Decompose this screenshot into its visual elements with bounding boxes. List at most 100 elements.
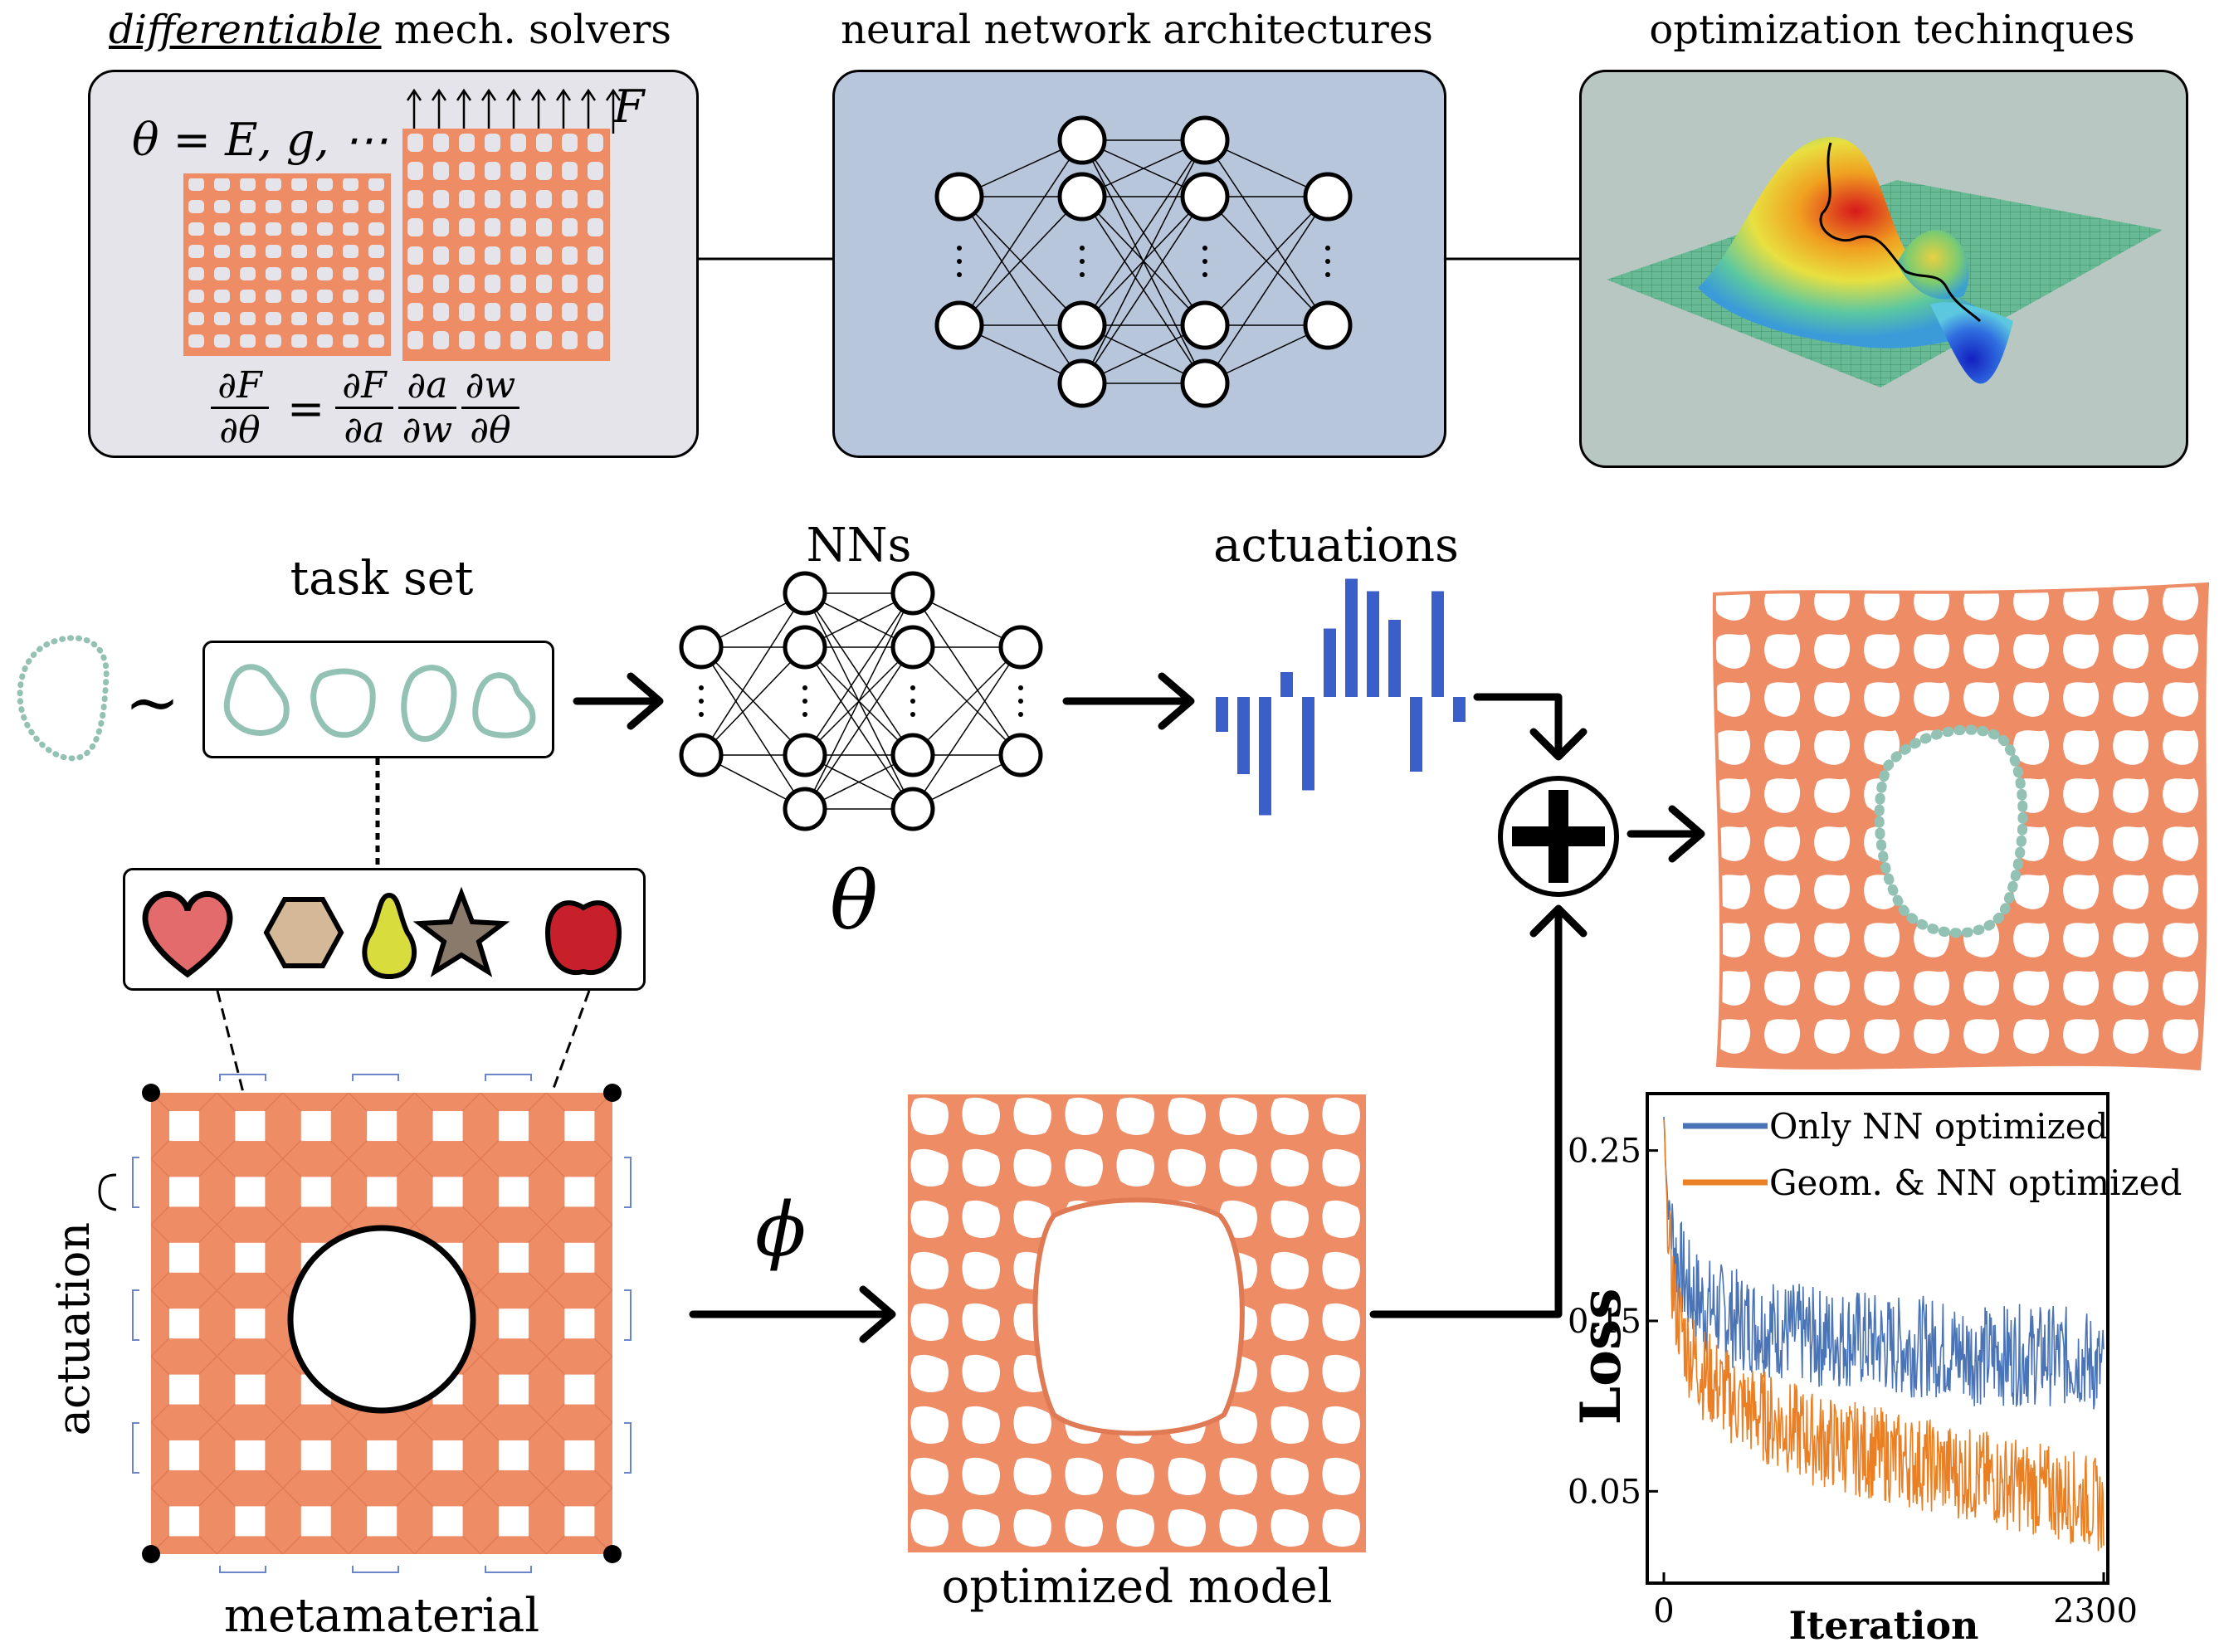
x-axis-label: Iteration — [1789, 1603, 1979, 1648]
nn-top-node — [1057, 172, 1107, 222]
task-shapes — [223, 664, 536, 743]
nn-mid-edge — [912, 592, 1022, 756]
nn-diagram-middle — [679, 571, 1043, 831]
nn-mid-node — [679, 733, 724, 777]
nn-mid-node — [679, 625, 724, 670]
lattice-rest — [183, 173, 391, 356]
nn-top-node — [1057, 358, 1107, 408]
nn-mid-node — [890, 787, 935, 831]
task-set-box — [202, 641, 554, 758]
star-icon — [412, 886, 510, 977]
nn-mid-edge — [700, 646, 806, 756]
grad-t1-num: ∂F — [342, 364, 387, 407]
series-line-1 — [1663, 1119, 2105, 1552]
nn-top-ellipsis-dot — [1325, 246, 1330, 251]
theta-equation: θ = E, g, ⋯ — [132, 114, 388, 166]
nn-mid-node — [998, 733, 1043, 777]
grad-t1-den: ∂a — [344, 409, 385, 451]
phi-label: ϕ — [755, 1187, 807, 1274]
legend-label-1: Geom. & NN optimized — [1769, 1162, 2182, 1203]
grad-lhs-num: ∂F — [217, 364, 262, 407]
grad-t2-num: ∂a — [407, 364, 448, 407]
nn-top-node — [1180, 115, 1230, 165]
actuation-bars — [1216, 578, 1466, 816]
gradient-formula: ∂F ∂θ = ∂F ∂a ∂a ∂w ∂w ∂θ — [211, 364, 626, 451]
task-dotted-connector — [375, 758, 380, 866]
nn-top-ellipsis-dot — [1202, 246, 1207, 251]
nn-top-edge — [1081, 196, 1206, 384]
nn-mid-edge — [912, 646, 1022, 756]
optimized-label: optimized model — [941, 1560, 1333, 1614]
nn-mid-node — [890, 733, 935, 777]
solver-heading-rest: mech. solvers — [381, 7, 671, 53]
nn-mid-node — [890, 625, 935, 670]
nn-top-ellipsis-dot — [957, 272, 962, 277]
nn-mid-edge — [804, 592, 914, 810]
actuation-bar — [1410, 697, 1422, 772]
combine-operator — [1498, 776, 1619, 897]
nn-top-edge — [1081, 139, 1206, 384]
nn-top-edge — [958, 139, 1083, 326]
heart-icon — [142, 891, 233, 978]
legend-label-0: Only NN optimized — [1769, 1106, 2108, 1147]
nn-top-ellipsis-dot — [1202, 259, 1207, 264]
nn-top-edge — [1204, 196, 1329, 384]
task-set-label: task set — [290, 552, 474, 606]
deformed-result — [1712, 582, 2210, 1071]
nn-top-ellipsis-dot — [1325, 259, 1330, 264]
nn-top-ellipsis-dot — [957, 246, 962, 251]
chart-legend: Only NN optimized Geom. & NN optimized — [1683, 1106, 2182, 1203]
nn-top-node — [1057, 300, 1107, 350]
optimized-model — [908, 1094, 1366, 1552]
actuation-bar — [1280, 672, 1293, 697]
nns-label: NNs — [806, 519, 912, 573]
nn-mid-edge — [912, 646, 1022, 810]
nn-top-edge — [1204, 139, 1329, 326]
y-tick-label: 0.15 — [1568, 1303, 1641, 1341]
nn-mid-ellipsis-dot — [802, 699, 807, 704]
nn-mid-ellipsis-dot — [910, 685, 915, 690]
series-line-0 — [1663, 1116, 2105, 1410]
nn-mid-ellipsis-dot — [910, 712, 915, 717]
loss-surface-plot — [1607, 137, 2163, 387]
nn-panel — [832, 70, 1446, 458]
hexagon-icon — [263, 897, 344, 968]
nn-mid-ellipsis-dot — [1018, 699, 1023, 704]
pear-icon — [362, 892, 417, 980]
nn-mid-node — [998, 625, 1043, 670]
nn-mid-ellipsis-dot — [699, 699, 704, 704]
opt-heading: optimization techinques — [1649, 7, 2135, 53]
actuation-bar — [1345, 578, 1358, 697]
lattice-loaded — [402, 129, 610, 361]
actuation-bar — [1259, 697, 1271, 816]
nn-heading: neural network architectures — [841, 7, 1433, 53]
force-arrows — [406, 88, 622, 134]
actuation-side-label: actuation — [47, 1221, 100, 1436]
opt-panel — [1579, 70, 2188, 468]
nn-top-edge — [1081, 139, 1206, 326]
nn-top-node — [1057, 115, 1107, 165]
nn-mid-node — [783, 625, 827, 670]
nn-mid-ellipsis-dot — [699, 712, 704, 717]
metamaterial-lattice — [132, 1074, 632, 1573]
actuation-bracket — [98, 1173, 117, 1211]
grad-t3-den: ∂θ — [470, 409, 511, 451]
nn-top-ellipsis-dot — [1202, 272, 1207, 277]
nn-mid-edge — [804, 592, 914, 756]
nn-mid-node — [890, 571, 935, 616]
nn-mid-node — [783, 571, 827, 616]
solver-heading: differentiable mech. solvers — [91, 7, 689, 53]
theta-label: θ — [830, 855, 878, 948]
nn-mid-node — [783, 733, 827, 777]
nn-top-node — [1303, 172, 1353, 222]
nn-top-edge — [958, 196, 1083, 326]
actuation-bar — [1302, 697, 1314, 791]
shape-icons-box — [123, 868, 646, 991]
nn-mid-ellipsis-dot — [802, 685, 807, 690]
nn-top-node — [1180, 172, 1230, 222]
x-tick-label: 0 — [1653, 1592, 1674, 1630]
apple-icon — [544, 900, 622, 976]
top-connectors — [697, 257, 1579, 261]
nn-top-ellipsis-dot — [1325, 272, 1330, 277]
